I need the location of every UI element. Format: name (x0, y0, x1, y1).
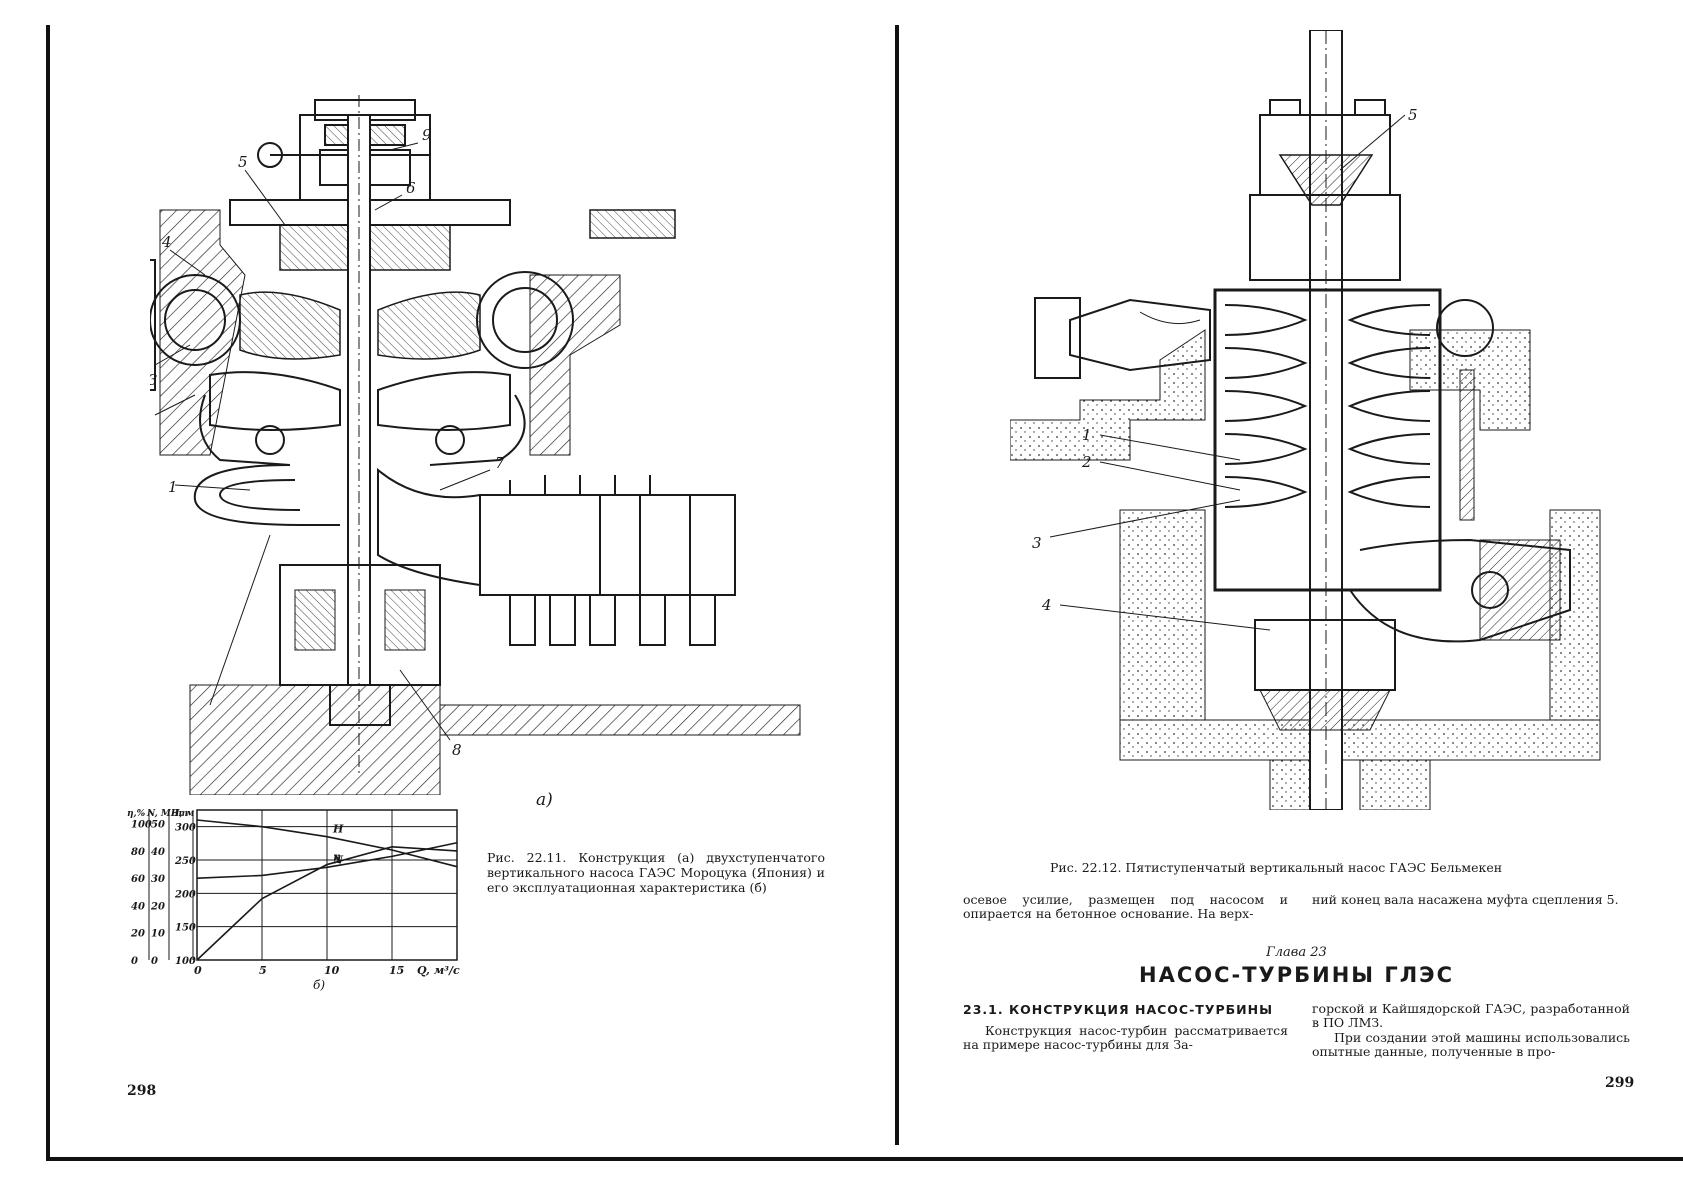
pump-drawing-a: 9 5 6 4 3 2 1 7 8 (150, 95, 801, 795)
fig1-label-3: 3 (150, 371, 158, 389)
chart-series-label: η (333, 851, 341, 864)
fig1-label-7: 7 (495, 454, 505, 472)
chapter-label: Глава 23 (1266, 945, 1327, 960)
book-spine (895, 25, 899, 1145)
section-text-col2b: При создании этой машины использовались … (1312, 1030, 1630, 1059)
fig2-label-3: 3 (1032, 534, 1042, 552)
fig1-label-8: 8 (452, 741, 462, 759)
chart-y-tick: 250 (174, 856, 196, 867)
chart-y-tick: 20 (150, 901, 165, 912)
chart-y-tick: 20 (130, 929, 145, 940)
chart-y-tick: 10 (151, 929, 165, 940)
figure-22-11-caption: Рис. 22.11. Конструкция (а) двухступенча… (487, 850, 825, 895)
page-number-left: 298 (127, 1083, 157, 1099)
page-number-right: 299 (1605, 1075, 1635, 1091)
fig1-label-9: 9 (422, 126, 432, 144)
section-title: 23.1. КОНСТРУКЦИЯ НАСОС-ТУРБИНЫ (963, 1002, 1274, 1017)
page-left-edge (46, 25, 50, 1160)
chart-series-line-H (196, 819, 458, 868)
chart-x-tick: 15 (389, 964, 404, 977)
chart-series-line-η (196, 846, 458, 961)
chart-x-label: Q, м³/с (417, 964, 460, 977)
chart-y-label: H, м (170, 809, 195, 819)
chart-y-tick: 60 (131, 874, 145, 885)
chapter-title: НАСОС-ТУРБИНЫ ГЛЭС (1139, 963, 1454, 987)
subfigure-label-b: б) (313, 978, 326, 992)
section-text-col1: Конструкция насос-турбин рассматривается… (963, 1023, 1288, 1052)
pump-drawing-b: 5 1 2 3 4 (1010, 30, 1601, 810)
chart-x-tick: 0 (194, 964, 202, 977)
fig2-label-5: 5 (1408, 106, 1418, 124)
fig1-label-5: 5 (238, 153, 248, 171)
chart-series-line-N (196, 841, 458, 879)
fig2-label-2: 2 (1081, 453, 1092, 471)
fig1-label-1: 1 (168, 478, 178, 496)
fig1-label-4: 4 (161, 233, 172, 251)
chart-y-tick: 0 (131, 956, 138, 967)
chart-y-label: η,% (127, 809, 146, 819)
chart-y-tick: 80 (131, 847, 145, 858)
chart-y-tick: 100 (131, 820, 152, 831)
fig2-label-1: 1 (1082, 426, 1092, 444)
chart-series-label: H (332, 823, 344, 836)
chart-y-tick: 50 (151, 820, 165, 831)
chart-x-tick: 10 (324, 964, 340, 977)
chart-y-tick: 200 (174, 889, 196, 900)
chart-y-tick: 0 (151, 956, 158, 967)
page-bottom-edge (46, 1157, 1683, 1161)
chart-y-tick: 40 (151, 847, 165, 858)
chart-y-tick: 40 (131, 901, 145, 912)
chart-series-label: N (332, 853, 344, 866)
chart-y-tick: 300 (175, 823, 196, 834)
chart-x-tick: 5 (259, 964, 267, 977)
chart-y-label: N, МВт (146, 809, 188, 819)
chart-y-tick: 150 (175, 923, 196, 934)
chart-y-tick: 100 (175, 956, 196, 967)
subfigure-label-a: а) (536, 790, 553, 810)
body-text-col1: осевое усилие, размещен под насосом и оп… (963, 892, 1288, 921)
chart-y-tick: 30 (151, 874, 165, 885)
fig1-label-6: 6 (406, 179, 416, 197)
section-text-col2a: горской и Кайшядорской ГАЭС, разработанн… (1312, 1001, 1630, 1030)
fig2-label-4: 4 (1041, 596, 1052, 614)
figure-22-12-caption: Рис. 22.12. Пятиступенчатый вертикальный… (1050, 860, 1503, 875)
body-text-col2: ний конец вала насажена муфта сцепления … (1312, 892, 1619, 907)
